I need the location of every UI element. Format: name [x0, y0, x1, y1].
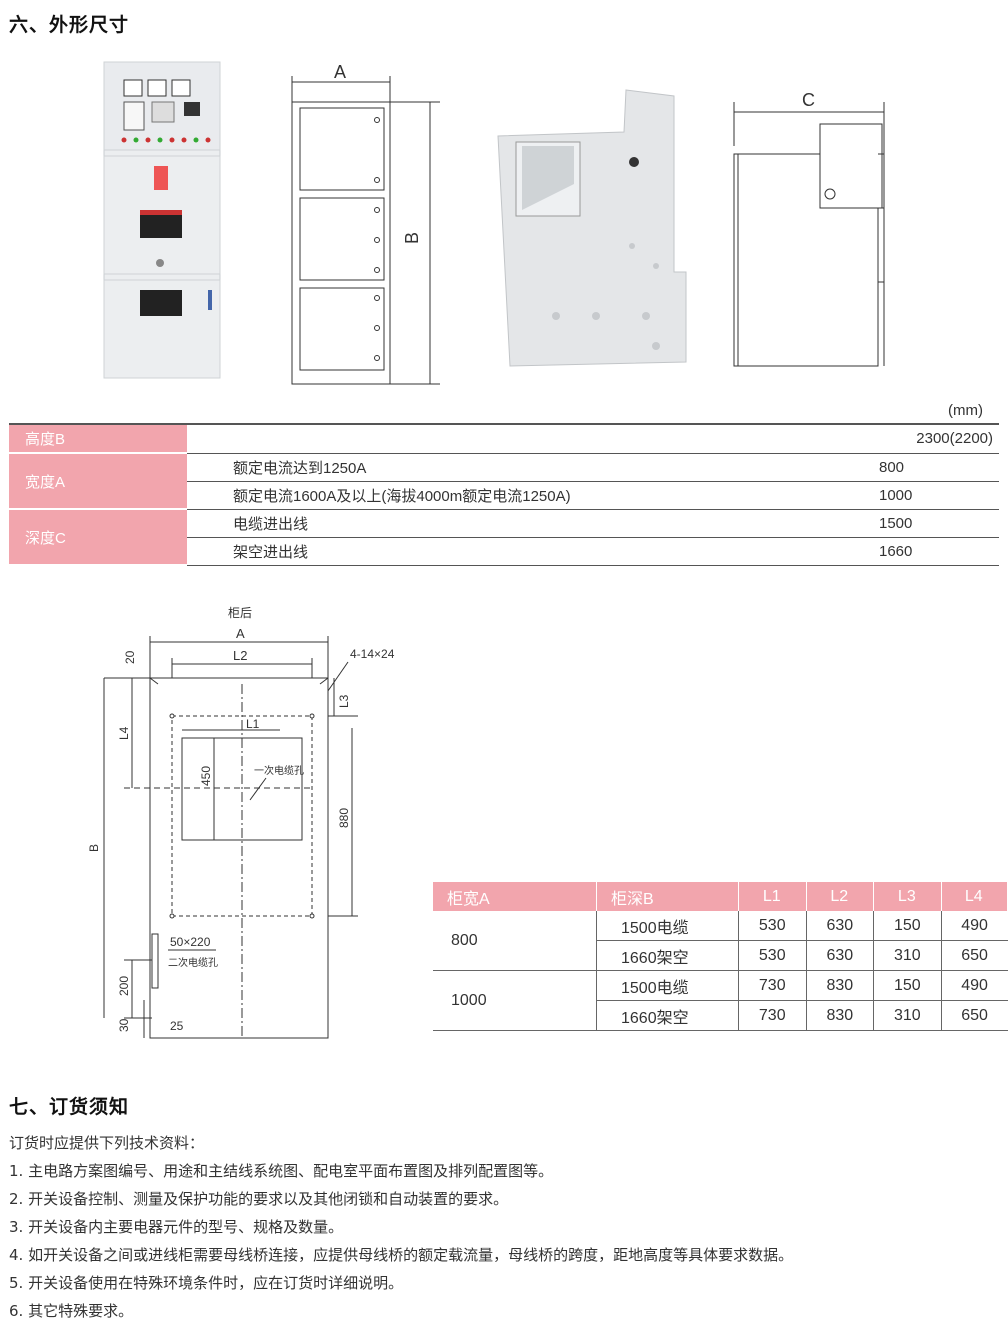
header-cell: L1	[738, 882, 807, 911]
dim-200-label: 200	[117, 976, 131, 996]
l1-cell: 530	[738, 911, 807, 941]
depth-cell: 1660架空	[596, 1000, 739, 1031]
section-title-dimensions: 六、外形尺寸	[9, 14, 130, 36]
list-item: 6. 其它特殊要求。	[9, 1302, 134, 1320]
list-item: 3. 开关设备内主要电器元件的型号、规格及数量。	[9, 1218, 344, 1236]
header-cell: 柜深B	[596, 882, 739, 911]
header-cell: L4	[941, 882, 1008, 911]
list-item: 5. 开关设备使用在特殊环境条件时，应在订货时详细说明。	[9, 1274, 404, 1292]
secondary-hole-label: 二次电缆孔	[168, 956, 218, 969]
table-row: 深度C 电缆进出线 1500	[9, 509, 999, 566]
dim-30-label: 30	[117, 1018, 131, 1032]
l1-cell: 530	[738, 940, 807, 971]
plan-b-label: B	[87, 844, 101, 852]
list-item: 2. 开关设备控制、测量及保护功能的要求以及其他闭锁和自动装置的要求。	[9, 1190, 509, 1208]
header-cell: L3	[873, 882, 942, 911]
primary-hole-label: 一次电缆孔	[254, 764, 304, 777]
depth-label: 深度C	[9, 509, 187, 566]
list-item: 4. 如开关设备之间或进线柜需要母线桥连接，应提供母线桥的额定载流量，母线桥的跨…	[9, 1246, 794, 1264]
plan-l3-label: L3	[337, 694, 351, 708]
dim-20-label: 20	[123, 650, 137, 664]
plan-a-label: A	[236, 626, 245, 641]
dimension-table: 高度B 2300(2200) 宽度A 额定电流达到1250A 800 额定电流1…	[9, 423, 999, 566]
slot-size-label: 50×220	[170, 935, 211, 949]
rear-label: 柜后	[228, 606, 252, 620]
l4-cell: 650	[940, 1000, 1008, 1031]
header-cell: L2	[806, 882, 875, 911]
l3-cell: 310	[873, 1000, 942, 1031]
l2-cell: 630	[805, 940, 874, 971]
dim-a-label: A	[334, 62, 346, 82]
table-row: 1660架空 730 830 310 650	[433, 1000, 1008, 1031]
section-title-ordering: 七、订货须知	[9, 1096, 130, 1118]
table-row: 高度B 2300(2200)	[9, 423, 999, 454]
width-cell: 800	[433, 911, 597, 971]
cabinet-front-photo	[103, 61, 221, 379]
dim-b-label: B	[402, 232, 422, 244]
l1-cell: 730	[738, 970, 807, 1001]
depth-value: 1500	[879, 509, 999, 538]
width-desc: 额定电流达到1250A	[233, 453, 879, 482]
front-dimension-drawing: A B	[291, 62, 440, 385]
unit-label: (mm)	[948, 402, 983, 419]
depth-cell: 1500电缆	[596, 911, 739, 941]
width-value: 800	[879, 453, 999, 482]
header-cell: 柜宽A	[433, 882, 597, 911]
l-dimension-table: 柜宽A 柜深B L1 L2 L3 L4 800 1500电缆 530 630 1…	[433, 882, 1008, 1031]
table-row: 额定电流1600A及以上(海拔4000m额定电流1250A) 1000	[9, 481, 999, 510]
l2-cell: 830	[805, 1000, 874, 1031]
l4-cell: 490	[940, 970, 1008, 1001]
depth-cell: 1660架空	[596, 940, 739, 971]
dim-880-label: 880	[337, 808, 351, 828]
depth-cell: 1500电缆	[596, 970, 739, 1001]
width-desc: 额定电流1600A及以上(海拔4000m额定电流1250A)	[233, 481, 879, 510]
hole-spec-label: 4-14×24	[350, 647, 395, 661]
dim-c-label: C	[802, 90, 815, 110]
table-header-row: 柜宽A 柜深B L1 L2 L3 L4	[433, 882, 1008, 911]
dim-25-label: 25	[170, 1019, 184, 1033]
height-label: 高度B	[9, 423, 187, 454]
table-row: 宽度A 额定电流达到1250A 800	[9, 453, 999, 510]
depth-desc: 架空进出线	[233, 537, 879, 566]
l2-cell: 630	[805, 911, 874, 941]
side-dimension-drawing: C	[733, 90, 885, 367]
table-row: 1000 1500电缆 730 830 150 490	[433, 970, 1008, 1031]
table-row: 架空进出线 1660	[9, 537, 999, 566]
l4-cell: 490	[940, 911, 1008, 941]
width-cell: 1000	[433, 970, 597, 1031]
depth-desc: 电缆进出线	[233, 509, 879, 538]
table-row: 800 1500电缆 530 630 150 490	[433, 911, 1008, 971]
l2-cell: 830	[805, 970, 874, 1001]
width-value: 1000	[879, 481, 999, 510]
plan-l2-label: L2	[233, 648, 247, 663]
l1-cell: 730	[738, 1000, 807, 1031]
notes-intro: 订货时应提供下列技术资料：	[9, 1134, 205, 1152]
l3-cell: 150	[873, 911, 942, 941]
plan-l1-label: L1	[246, 717, 260, 731]
cabinet-side-photo	[497, 89, 687, 367]
height-value: 2300(2200)	[879, 423, 999, 454]
l4-cell: 650	[940, 940, 1008, 971]
depth-value: 1660	[879, 537, 999, 566]
l3-cell: 150	[873, 970, 942, 1001]
l3-cell: 310	[873, 940, 942, 971]
plan-l4-label: L4	[117, 726, 131, 740]
foundation-plan-drawing: 柜后 A L2 4-14×24 20 B L4 L3 880 L1 450 一次…	[87, 606, 395, 1039]
table-row: 1660架空 530 630 310 650	[433, 940, 1008, 971]
dim-450-label: 450	[199, 766, 213, 786]
list-item: 1. 主电路方案图编号、用途和主结线系统图、配电室平面布置图及排列配置图等。	[9, 1162, 554, 1180]
width-label: 宽度A	[9, 453, 187, 510]
